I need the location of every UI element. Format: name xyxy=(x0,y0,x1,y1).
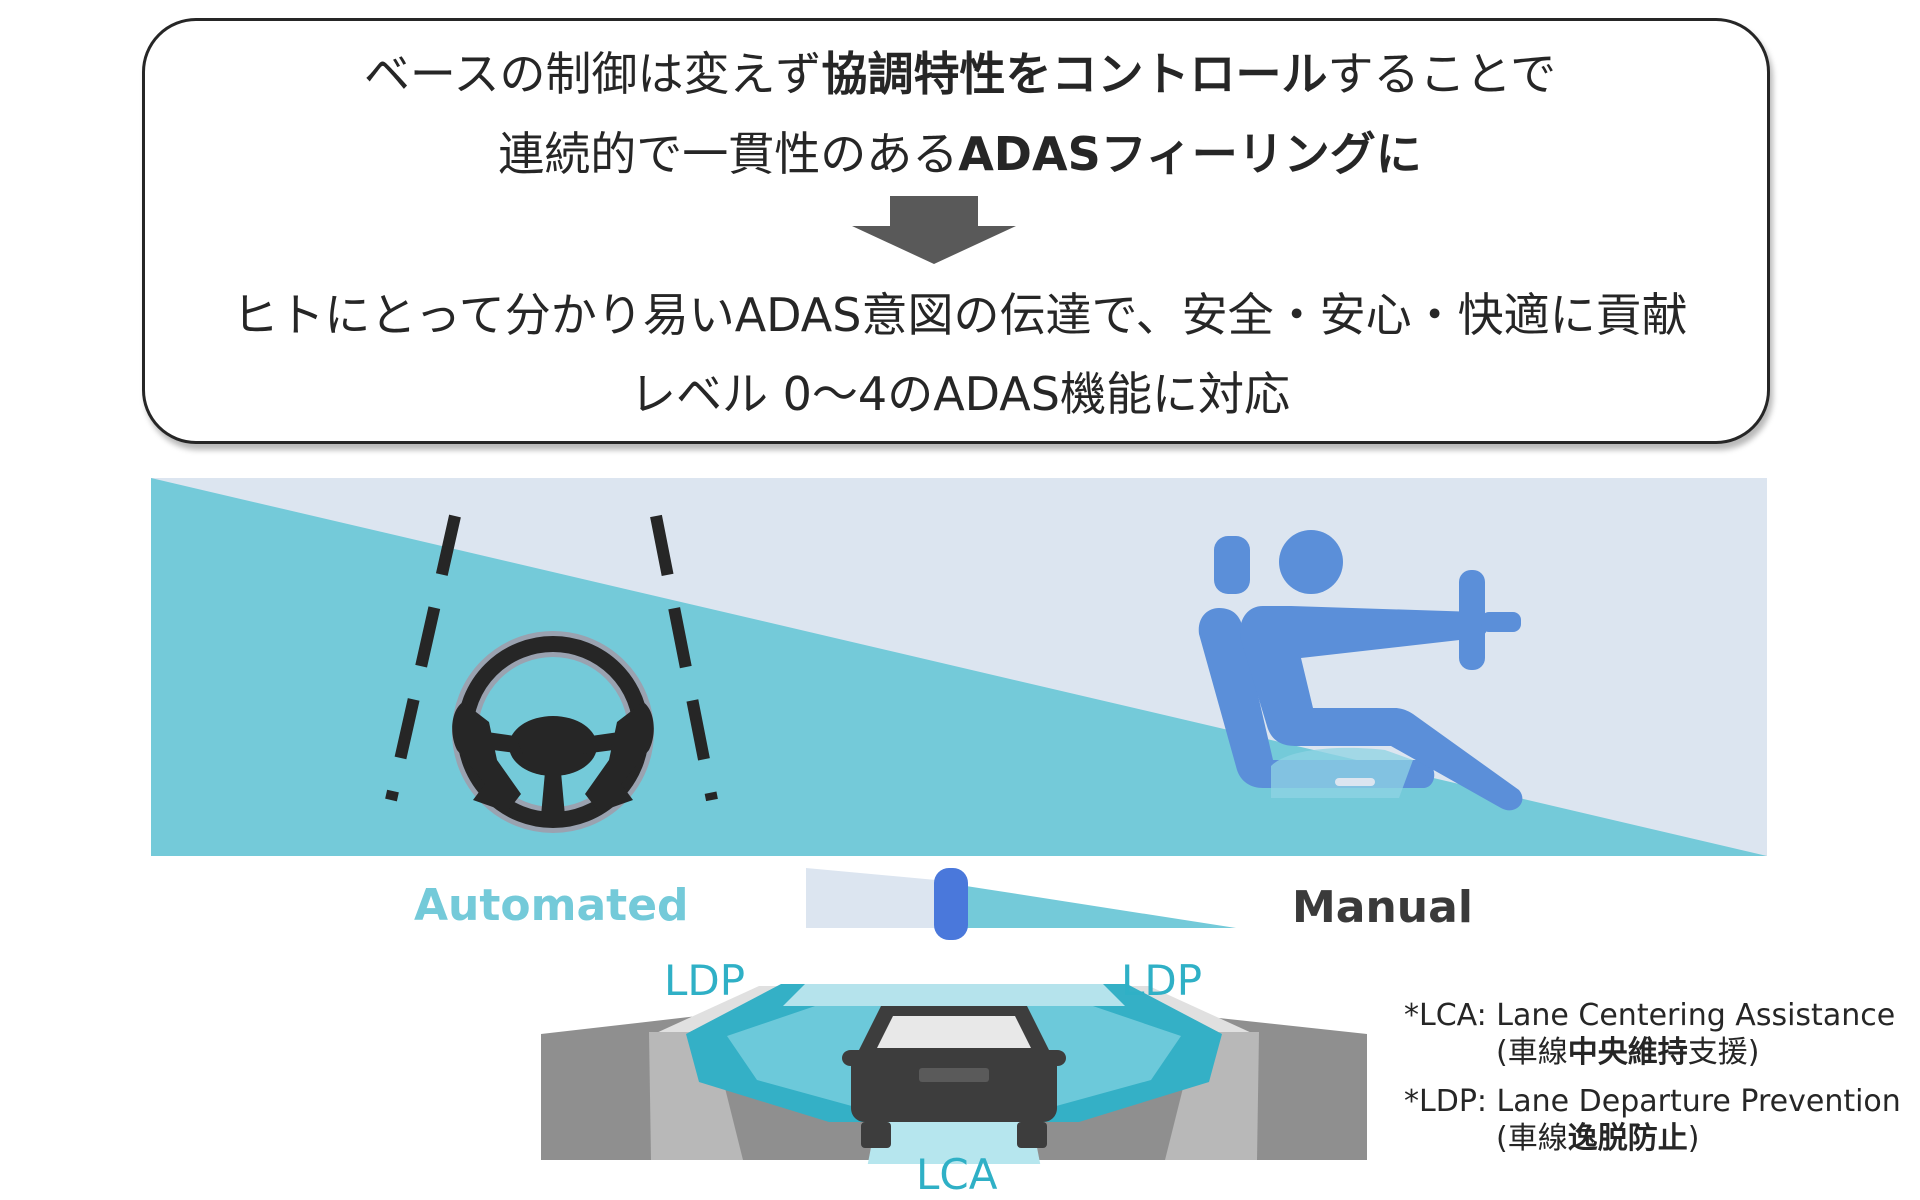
ldp-left-label: LDP xyxy=(664,956,746,1005)
car-rear-icon xyxy=(842,1006,1066,1148)
message-line-1-emphasis: 協調特性をコントロール xyxy=(821,47,1328,101)
message-line-1-tail: することで xyxy=(1327,47,1557,101)
ldp-right-label: LDP xyxy=(1121,956,1203,1005)
message-line-3: ヒトにとって分かり易いADAS意図の伝達で、安全・安心・快適に貢献 xyxy=(232,288,1688,342)
message-line-4: レベル 0～4のADAS機能に対応 xyxy=(630,367,1290,421)
lca-label: LCA xyxy=(916,1150,998,1199)
message-line-1: ベースの制御は変えず協調特性をコントロールすることで xyxy=(0,44,1920,104)
seated-driver-icon xyxy=(1198,530,1523,811)
lca-note-prefix: (車線 xyxy=(1496,1035,1568,1070)
automated-label: Automated xyxy=(414,880,689,931)
message-line-2: 連続的で一貫性のあるADASフィーリングに xyxy=(0,124,1920,184)
down-arrow-icon xyxy=(852,196,1016,264)
automated-wedge xyxy=(966,886,1236,928)
ldp-note-emphasis: 逸脱防止 xyxy=(1567,1121,1688,1156)
message-line-2-text: 連続的で一貫性のある xyxy=(498,127,959,181)
message-line-2-emphasis: ADASフィーリングに xyxy=(958,127,1422,181)
ldp-note-title: *LDP: Lane Departure Prevention xyxy=(1404,1084,1901,1119)
lca-note-translation: (車線中央維持支援) xyxy=(1496,1035,1759,1071)
lca-note-emphasis: 中央維持 xyxy=(1567,1035,1688,1070)
slider-knob[interactable] xyxy=(934,868,968,940)
manual-wedge xyxy=(806,868,936,928)
ldp-note-translation: (車線逸脱防止) xyxy=(1496,1121,1699,1157)
lca-note-title: *LCA: Lane Centering Assistance xyxy=(1404,998,1896,1033)
hands-on-steering-wheel-icon xyxy=(385,514,718,833)
ldp-note-prefix: (車線 xyxy=(1496,1121,1568,1156)
automation-level-panel xyxy=(151,478,1767,856)
road-illustration xyxy=(541,984,1367,1164)
ldp-note-suffix: ) xyxy=(1687,1121,1700,1156)
lca-note-suffix: 支援) xyxy=(1687,1035,1760,1070)
manual-label: Manual xyxy=(1292,882,1473,933)
automation-slider[interactable] xyxy=(806,864,1240,944)
message-line-1-text: ベースの制御は変えず xyxy=(363,47,822,101)
